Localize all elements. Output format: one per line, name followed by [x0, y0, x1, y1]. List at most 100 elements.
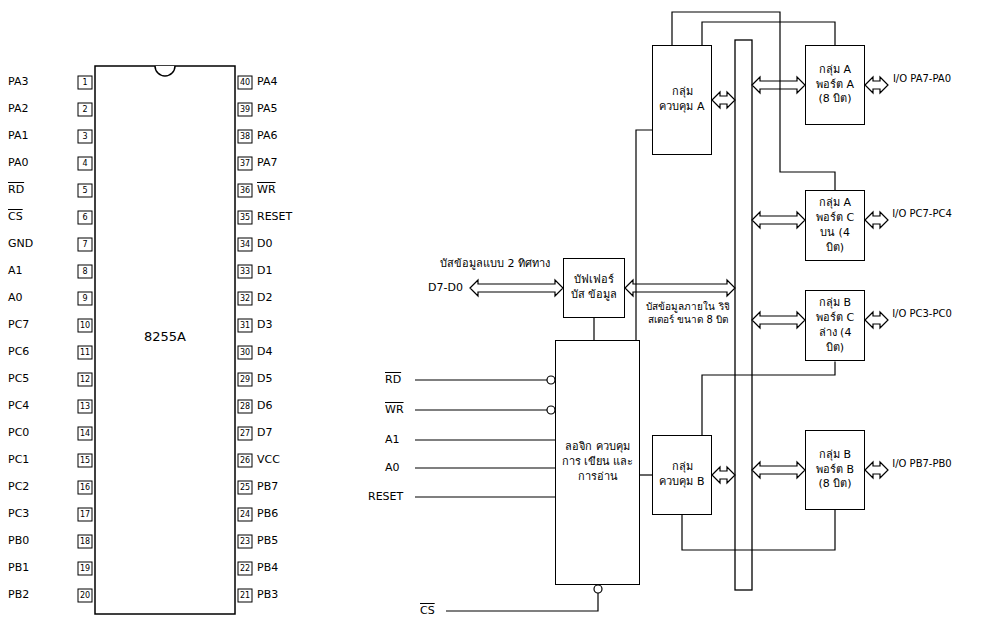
pin-box — [78, 508, 92, 521]
pin-box — [238, 562, 252, 575]
pin-name: D0 — [257, 237, 307, 251]
control-line — [593, 318, 594, 340]
pin-name: PC1 — [8, 453, 70, 467]
pin-number: 39 — [239, 104, 251, 115]
wide-arrow — [865, 212, 888, 228]
block-box: กลุ่ม A พอร์ต C บน (4 บิต) — [805, 190, 865, 261]
pin-name: D5 — [257, 372, 307, 386]
pin-number: 29 — [239, 374, 251, 385]
pin-box — [238, 265, 252, 278]
inversion-bubble — [547, 406, 555, 414]
pin-name: RESET — [257, 210, 307, 224]
signal-name: RD — [385, 373, 413, 387]
pin-number: 8 — [79, 266, 91, 277]
pin-name: PB1 — [8, 561, 70, 575]
pin-number: 2 — [79, 104, 91, 115]
pin-box — [78, 211, 92, 224]
pin-name: PC3 — [8, 507, 70, 521]
pin-name: PA3 — [8, 75, 70, 89]
pin-name: A0 — [8, 291, 70, 305]
pin-name: PA1 — [8, 129, 70, 143]
wide-arrow — [712, 467, 735, 483]
pin-box — [78, 130, 92, 143]
pin-box — [238, 238, 252, 251]
signal-name: A0 — [385, 461, 413, 475]
pin-number: 25 — [239, 482, 251, 493]
pin-name: PC7 — [8, 318, 70, 332]
pin-name: PA6 — [257, 129, 307, 143]
pin-number: 40 — [239, 77, 251, 88]
pin-number: 28 — [239, 401, 251, 412]
inversion-bubble — [547, 376, 555, 384]
pin-name: PB6 — [257, 507, 307, 521]
inversion-bubble — [594, 585, 602, 593]
wide-arrow — [752, 77, 805, 93]
signal-wire — [415, 409, 547, 410]
pin-number: 27 — [239, 428, 251, 439]
pin-name: D4 — [257, 345, 307, 359]
pin-number: 4 — [79, 158, 91, 169]
pin-box — [238, 454, 252, 467]
signal-wire — [446, 593, 598, 611]
pin-box — [238, 400, 252, 413]
pin-name: PA7 — [257, 156, 307, 170]
pin-name: PB2 — [8, 588, 70, 602]
pin-name: PC2 — [8, 480, 70, 494]
chip-notch — [155, 66, 175, 76]
pin-name: RD — [8, 183, 70, 197]
wide-arrow — [752, 462, 805, 478]
pin-number: 38 — [239, 131, 251, 142]
pin-number: 32 — [239, 293, 251, 304]
pin-box — [238, 481, 252, 494]
pin-box — [78, 319, 92, 332]
block-box: กลุ่ม A พอร์ต A (8 บิต) — [805, 45, 865, 125]
pin-name: D7 — [257, 426, 307, 440]
pin-number: 33 — [239, 266, 251, 277]
block-text: กลุ่ม ควบคุม B — [657, 460, 707, 490]
pin-box — [238, 211, 252, 224]
signal-name: A1 — [385, 433, 413, 447]
block-box: ลอจิก ควบคุม การ เขียน และ การอ่าน — [555, 340, 640, 585]
signal-wire — [415, 439, 555, 440]
pin-box — [78, 103, 92, 116]
chip-body — [95, 66, 235, 614]
pin-name: PC4 — [8, 399, 70, 413]
block-box: บัฟเฟอร์ บัส ข้อมูล — [563, 258, 625, 318]
pin-number: 21 — [239, 590, 251, 601]
signal-name: WR — [385, 403, 413, 417]
wide-arrow — [865, 312, 888, 328]
pin-name: D6 — [257, 399, 307, 413]
wide-arrow — [470, 280, 563, 296]
pin-box — [78, 400, 92, 413]
pin-box — [78, 76, 92, 89]
pin-number: 12 — [79, 374, 91, 385]
pin-box — [238, 427, 252, 440]
pin-box — [78, 589, 92, 602]
bus-label: D7-D0 — [428, 281, 468, 295]
pin-box — [78, 184, 92, 197]
wide-arrow — [752, 312, 805, 328]
bus-label: I/O PB7-PB0 — [891, 457, 953, 470]
wide-arrow — [752, 212, 805, 228]
pin-number: 13 — [79, 401, 91, 412]
signal-name: RESET — [368, 490, 414, 504]
pin-box — [78, 238, 92, 251]
pin-box — [78, 157, 92, 170]
pin-box — [238, 373, 252, 386]
pin-box — [238, 508, 252, 521]
wide-arrow — [712, 92, 735, 108]
pin-box — [238, 130, 252, 143]
pin-box — [78, 265, 92, 278]
pin-box — [78, 292, 92, 305]
block-text: ลอจิก ควบคุม การ เขียน และ การอ่าน — [560, 440, 635, 485]
pin-name: PC5 — [8, 372, 70, 386]
pin-number: 24 — [239, 509, 251, 520]
pin-number: 16 — [79, 482, 91, 493]
pin-number: 17 — [79, 509, 91, 520]
pin-number: 10 — [79, 320, 91, 331]
pin-name: D3 — [257, 318, 307, 332]
pin-name: CS — [8, 210, 70, 224]
pin-number: 3 — [79, 131, 91, 142]
pin-name: GND — [8, 237, 70, 251]
signal-wire — [415, 379, 547, 380]
